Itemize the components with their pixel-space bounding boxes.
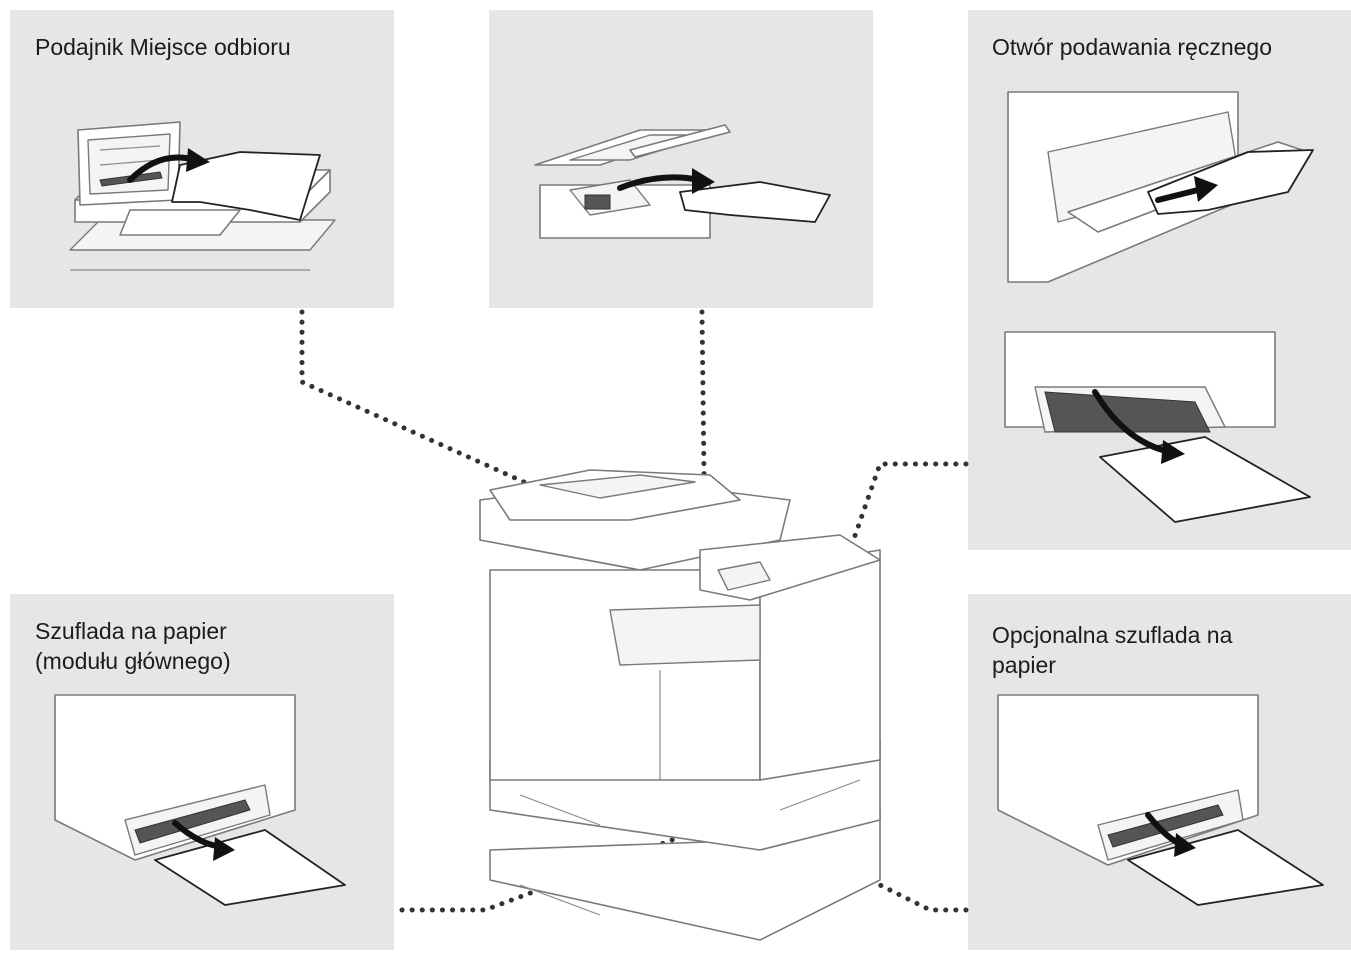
manual-feed-illustration <box>1007 91 1314 283</box>
optional-drawer-illustration <box>997 694 1324 906</box>
label-main-drawer-line2: (modułu głównego) <box>35 648 231 674</box>
label-main-drawer-line1: Szuflada na papier <box>35 618 227 644</box>
printer-illustration <box>479 469 881 941</box>
main-drawer-illustration <box>54 694 346 906</box>
connector-feeder <box>299 309 578 508</box>
label-optional-drawer-line1: Opcjonalna szuflada na <box>992 622 1233 648</box>
inside-machine-illustration <box>534 124 831 239</box>
label-manual-feed: Otwór podawania ręcznego <box>992 34 1272 60</box>
feeder-illustration <box>69 121 336 271</box>
tray-pull-illustration <box>1004 331 1311 523</box>
panel-feeder-output: Podajnik Miejsce odbioru <box>10 10 394 308</box>
label-optional-drawer-line2: papier <box>992 652 1056 678</box>
connector-manual <box>787 461 969 725</box>
label-feeder-output: Podajnik Miejsce odbioru <box>35 34 291 60</box>
connector-inside <box>699 309 709 635</box>
